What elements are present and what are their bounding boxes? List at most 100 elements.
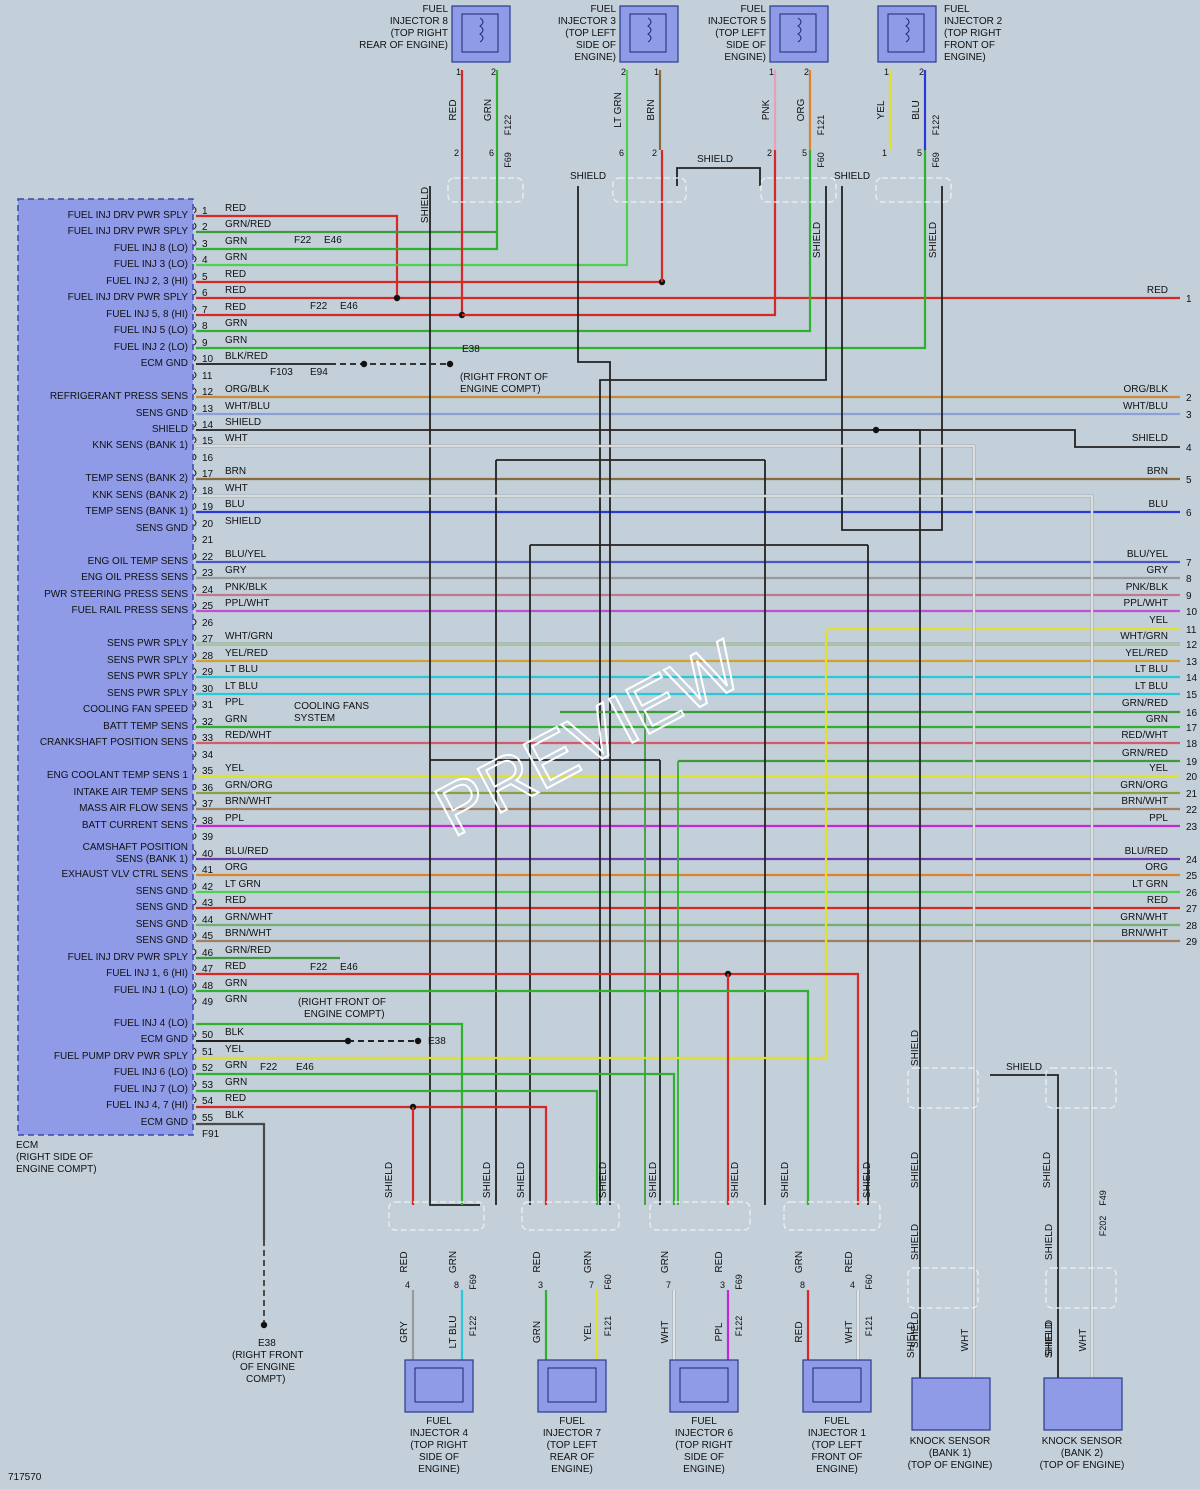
pin-number-40: 40 [202, 849, 214, 860]
inj-pin-a-inj3: 2 [621, 67, 626, 77]
rterm-num-24: 24 [1186, 855, 1198, 866]
pin-wire-2: GRN/RED [225, 219, 271, 230]
pin-func-5: FUEL INJ DRV PWR SPLY [68, 292, 189, 303]
rterm-label-8: GRY [1147, 565, 1169, 576]
wire-shield-inj2 [841, 186, 943, 531]
pin-contact-50 [193, 1030, 197, 1038]
pin-func-43: SENS GND [136, 919, 188, 930]
pin-number-22: 22 [202, 552, 214, 563]
bot-cav-b-inj1: 4 [850, 1280, 855, 1290]
injector-coil-inj5 [779, 13, 817, 53]
pin-wire-4: GRN [225, 252, 247, 263]
inj-label-inj5-3: SIDE OF [726, 40, 766, 51]
injector-coil-symbol-inj5 [797, 17, 802, 43]
ground-e38-bottom [260, 1321, 268, 1329]
pin-number-27: 27 [202, 634, 214, 645]
rterm-num-21: 21 [1186, 789, 1198, 800]
pin-func-23: PWR STEERING PRESS SENS [44, 589, 188, 600]
pin-contact-40 [193, 849, 197, 857]
pin-contact-54 [193, 1096, 197, 1104]
inj-label-inj5-1: INJECTOR 5 [708, 16, 767, 27]
wire-pin49 [196, 1022, 464, 1205]
inj-wire-b-inj3: BRN [646, 99, 657, 120]
rterm-num-14: 14 [1186, 673, 1198, 684]
pin-number-32: 32 [202, 717, 214, 728]
pin-number-52: 52 [202, 1063, 214, 1074]
pin-wire-30: LT BLU [225, 681, 258, 692]
pin-func-7: FUEL INJ 5 (LO) [114, 325, 188, 336]
bot-wire-top-a-inj1: GRN [794, 1251, 805, 1273]
inj-pin-b-inj8: 2 [491, 67, 496, 77]
pin-wire-52: GRN [225, 1060, 247, 1071]
pin-contact-39 [193, 832, 197, 840]
inj-pin-a-inj8: 1 [456, 67, 461, 77]
pin-contact-29 [193, 667, 197, 675]
ecm-block [17, 198, 194, 1136]
inj-conn2-inj2: F69 [931, 152, 941, 168]
pin-func-37: BATT CURRENT SENS [82, 820, 188, 831]
inj-label-inj2-1: INJECTOR 2 [944, 16, 1003, 27]
pin-func-50: ECM GND [141, 1034, 188, 1045]
ks-wire-b-ks1: WHT [960, 1329, 971, 1352]
pin-number-53: 53 [202, 1080, 214, 1091]
inj-label-inj2-4: ENGINE) [944, 52, 986, 63]
shield-label-17: SHIELD [1042, 1152, 1053, 1188]
pin-wire-46: GRN/RED [225, 945, 271, 956]
pin-func-6: FUEL INJ 5, 8 (HI) [106, 309, 188, 320]
pin-number-25: 25 [202, 601, 214, 612]
inj-cav-b-inj3: 2 [652, 148, 657, 158]
pin-number-14: 14 [202, 420, 214, 431]
pin-func-55: ECM GND [141, 1117, 188, 1128]
pin-contact-1 [193, 206, 197, 214]
bot-injector-coil-inj1 [812, 1367, 862, 1403]
bot-shield-bundle-inj7 [521, 1201, 620, 1231]
pin-number-12: 12 [202, 387, 214, 398]
pin-contact-55 [193, 1113, 197, 1121]
rterm-num-25: 25 [1186, 871, 1198, 882]
rterm-label-9: PNK/BLK [1126, 582, 1169, 593]
rterm-num-18: 18 [1186, 739, 1198, 750]
bot-shield-bundle-inj6 [649, 1201, 751, 1231]
rterm-num-4: 4 [1186, 443, 1192, 454]
shield-label-8: SHIELD [482, 1162, 493, 1198]
pin-wire-35: YEL [225, 763, 244, 774]
splice-pin6 [393, 294, 401, 302]
pin-number-49: 49 [202, 997, 214, 1008]
pin-func-1: FUEL INJ DRV PWR SPLY [68, 226, 189, 237]
wire-ks2-shield [990, 1074, 1059, 1380]
bot-conn-top-inj6: F69 [734, 1274, 744, 1290]
pin-wire-8: GRN [225, 318, 247, 329]
injector-coil-symbol-inj3 [647, 17, 652, 43]
splice-conn-label-0: F22 [294, 235, 312, 246]
injector-coil-inj8 [461, 13, 499, 53]
ks-wire-a-ks2: SHIELD [1044, 1322, 1055, 1358]
pin-wire-5: RED [225, 269, 246, 280]
pin-wire-50: BLK [225, 1027, 244, 1038]
pin-wire-25: PPL/WHT [225, 598, 269, 609]
inj-conn2-inj5: F60 [816, 152, 826, 168]
rterm-label-3: WHT/BLU [1123, 401, 1168, 412]
splice-conn-label-1: E46 [324, 235, 342, 246]
wire-ks1-wht [196, 445, 975, 1380]
rterm-label-10: PPL/WHT [1124, 598, 1168, 609]
pin-func-29: SENS PWR SPLY [107, 688, 188, 699]
pin-func-39-b: SENS (BANK 1) [116, 854, 188, 865]
pin-contact-25 [193, 601, 197, 609]
bot-inj-label-inj1-1: INJECTOR 1 [808, 1428, 867, 1439]
pin-contact-18 [193, 486, 197, 494]
ecm-label-3: ENGINE COMPT) [16, 1164, 97, 1175]
inj-wire-a-inj8: RED [448, 99, 459, 120]
pin-wire-51: YEL [225, 1044, 244, 1055]
shield-label-4: SHIELD [812, 222, 823, 258]
bot-injector-body-inj7 [537, 1359, 607, 1413]
pin-func-54: FUEL INJ 4, 7 (HI) [106, 1100, 188, 1111]
inj-cav-a-inj2: 1 [882, 148, 887, 158]
shield-bundle-inj8 [447, 177, 524, 203]
bot-shield-bundle-inj1 [783, 1201, 881, 1231]
pin-contact-19 [193, 502, 197, 510]
pin-wire-1: RED [225, 203, 246, 214]
pin-wire-13: WHT/BLU [225, 401, 270, 412]
inj-wire-a-inj5: PNK [761, 99, 772, 120]
rterm-label-19: GRN/RED [1122, 748, 1168, 759]
